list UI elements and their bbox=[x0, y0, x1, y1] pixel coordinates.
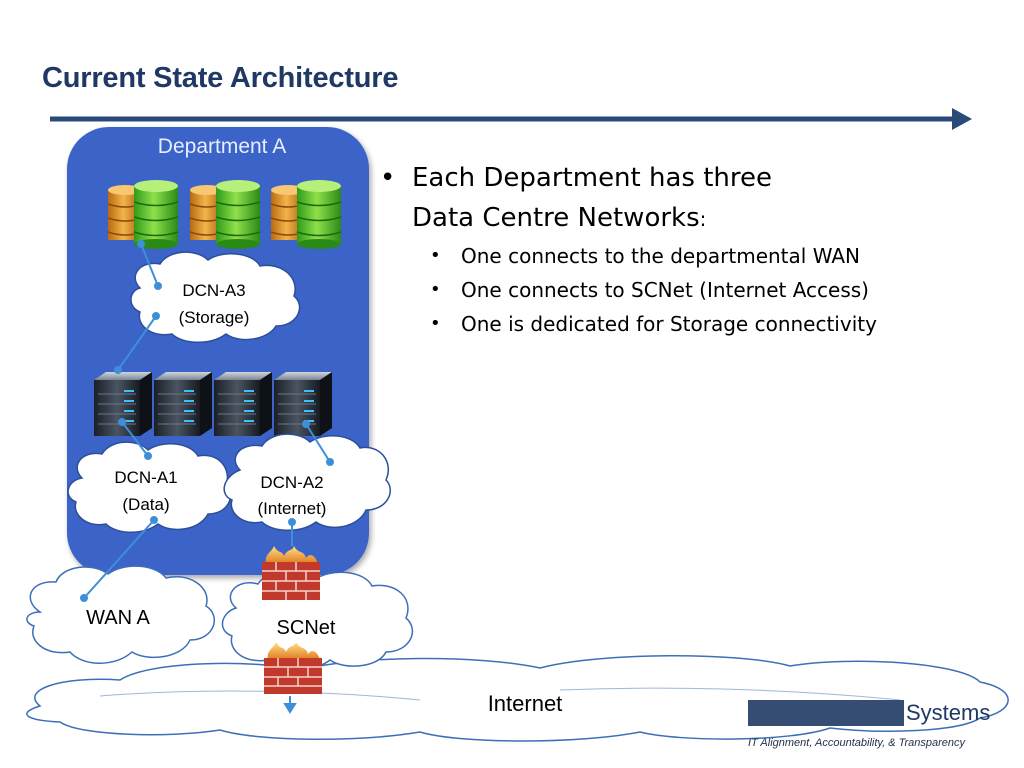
bullet-sub-text: One is dedicated for Storage connectivit… bbox=[461, 312, 877, 336]
bullet-dot: • bbox=[430, 245, 441, 266]
database-stack-icon bbox=[107, 180, 179, 249]
bullet-sub-text: One connects to the departmental WAN bbox=[461, 244, 861, 268]
bullet-sub: • One connects to SCNet (Internet Access… bbox=[378, 273, 978, 307]
dcn-a1-sublabel: (Data) bbox=[122, 495, 169, 514]
bullet-main-line2: Data Centre Networks bbox=[412, 203, 700, 233]
header-arrow bbox=[50, 108, 972, 130]
server-icon bbox=[154, 372, 212, 436]
bullet-main-suffix: : bbox=[699, 207, 707, 231]
dcn-a1-label: DCN-A1 bbox=[114, 468, 177, 487]
dcn-a2-label: DCN-A2 bbox=[260, 473, 323, 492]
department-label: Department A bbox=[158, 135, 286, 158]
dcn-a1-cloud bbox=[67, 441, 231, 533]
firewall-icon bbox=[264, 642, 322, 694]
database-stack-icon bbox=[189, 180, 261, 249]
bullet-main-line1: Each Department has three bbox=[412, 163, 773, 193]
server-icon bbox=[94, 372, 152, 436]
database-stack-icon bbox=[270, 180, 342, 249]
scnet-label: SCNet bbox=[277, 617, 336, 639]
bullet-sub: • One is dedicated for Storage connectiv… bbox=[378, 307, 978, 341]
bullet-sub: • One connects to the departmental WAN bbox=[378, 239, 978, 273]
dcn-a3-sublabel: (Storage) bbox=[179, 308, 250, 327]
bullet-sub-text: One connects to SCNet (Internet Access) bbox=[461, 278, 869, 302]
server-icon bbox=[214, 372, 272, 436]
logo-text: Systems bbox=[906, 700, 991, 725]
internet-label: Internet bbox=[488, 691, 563, 716]
connection-lines bbox=[80, 240, 334, 714]
bullet-list: • Each Department has three Data Centre … bbox=[378, 158, 978, 341]
bullet-main: • Each Department has three Data Centre … bbox=[378, 158, 978, 239]
bullet-dot: • bbox=[430, 313, 441, 334]
dcn-a2-cloud bbox=[223, 433, 391, 531]
bullet-main-line2-wrap: Data Centre Networks: bbox=[412, 198, 978, 239]
wan-a-label: WAN A bbox=[86, 607, 150, 629]
server-icon bbox=[274, 372, 332, 436]
firewall-icon bbox=[262, 546, 320, 600]
dcn-a3-label: DCN-A3 bbox=[182, 281, 245, 300]
storage-icons bbox=[107, 180, 342, 249]
dcn-a2-sublabel: (Internet) bbox=[258, 499, 327, 518]
bullet-dot: • bbox=[380, 163, 396, 193]
bullet-dot: • bbox=[430, 279, 441, 300]
tagline: IT Alignment, Accountability, & Transpar… bbox=[748, 737, 966, 749]
page-title: Current State Architecture bbox=[42, 62, 399, 94]
server-icons bbox=[94, 372, 332, 436]
wan-a-cloud bbox=[26, 565, 216, 664]
logo-block bbox=[748, 700, 904, 726]
